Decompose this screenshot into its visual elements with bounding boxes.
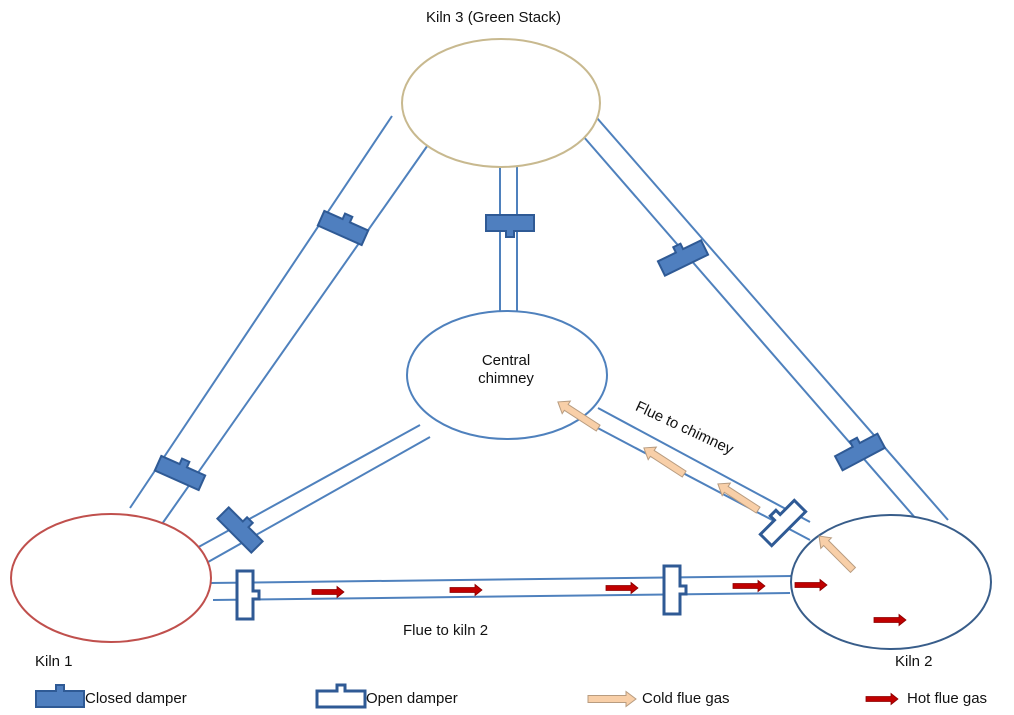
- legend-hot-gas-icon: [865, 693, 899, 705]
- legend-cold-gas-icon: [587, 691, 637, 707]
- damper-kiln1-chimney[interactable]: [216, 502, 268, 554]
- kiln3-stack: [401, 38, 601, 168]
- legend-hot-gas-label: Hot flue gas: [907, 690, 988, 707]
- damper-chimney-kiln2[interactable]: [754, 494, 808, 548]
- damper-kiln1-kiln3-upper[interactable]: [316, 204, 372, 247]
- legend-cold-gas-label: Cold flue gas: [642, 690, 730, 707]
- duct-kiln3-kiln2: [582, 117, 949, 521]
- kiln2: [790, 514, 992, 650]
- legend-open-damper-label: Open damper: [366, 690, 458, 707]
- legend-open-damper-icon: [315, 683, 367, 709]
- hot-gas-arrow: [311, 586, 345, 598]
- central-chimney: [406, 310, 608, 440]
- cold-gas-arrow: [639, 441, 689, 481]
- damper-chimney-kiln3[interactable]: [485, 214, 535, 238]
- damper-kiln3-kiln2-lower[interactable]: [831, 427, 886, 472]
- duct-kiln1-kiln3: [129, 115, 431, 525]
- kiln1-label: Kiln 1: [35, 653, 73, 670]
- damper-kiln1-kiln2-left[interactable]: [235, 569, 261, 621]
- damper-kiln1-kiln2-right[interactable]: [662, 564, 688, 616]
- legend-closed-damper-icon: [35, 684, 85, 708]
- chimney-label-line2: chimney: [478, 370, 534, 387]
- kiln2-label: Kiln 2: [895, 653, 933, 670]
- hot-gas-arrow: [732, 580, 766, 592]
- duct-chimney-kiln3: [499, 166, 518, 312]
- hot-gas-arrow: [605, 582, 639, 594]
- chimney-label-line1: Central: [481, 352, 531, 369]
- chimney-label: Central chimney: [456, 352, 556, 388]
- duct-kiln1-chimney: [174, 424, 431, 576]
- duct-kiln1-kiln2: [209, 575, 794, 601]
- hot-gas-arrow: [449, 584, 483, 596]
- kiln3-label: Kiln 3 (Green Stack): [426, 9, 562, 26]
- legend-closed-damper-label: Closed damper: [85, 690, 187, 707]
- kiln1: [10, 513, 212, 643]
- flue-to-kiln2-label: Flue to kiln 2: [403, 622, 489, 639]
